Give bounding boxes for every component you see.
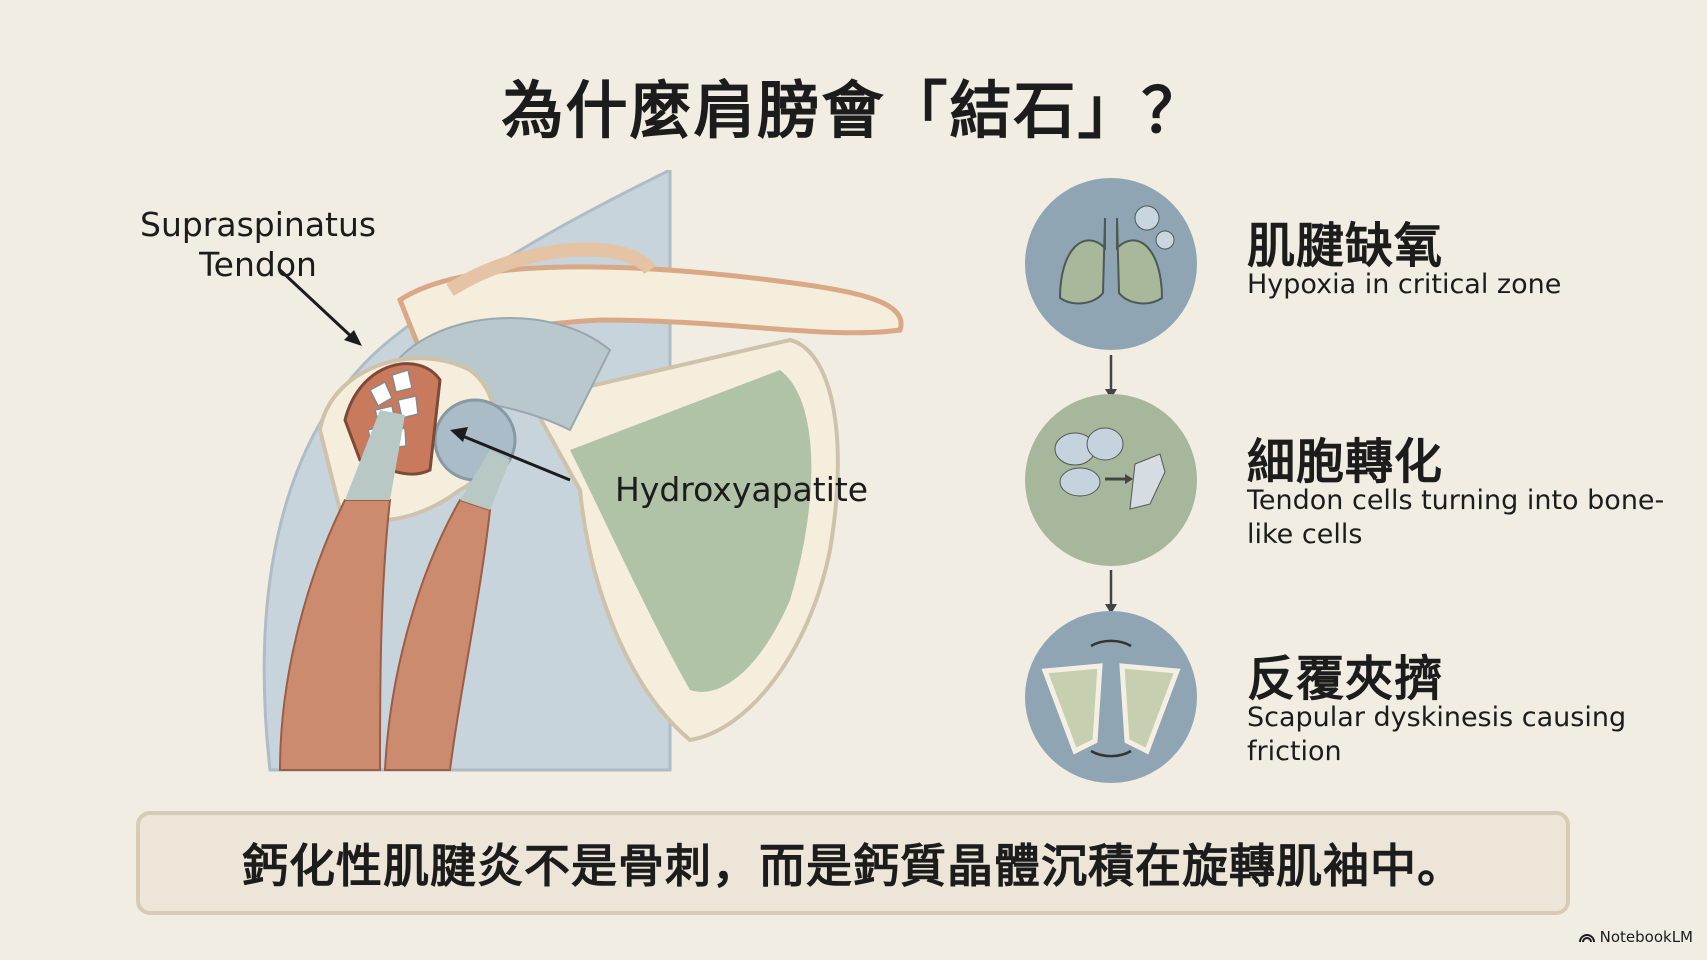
notebooklm-logo-icon bbox=[1578, 928, 1595, 946]
step-description: Hypoxia in critical zone bbox=[1247, 269, 1562, 300]
step-description: Scapular dyskinesis causing friction bbox=[1247, 702, 1627, 767]
step-heading: 細胞轉化 bbox=[1247, 434, 1444, 490]
supraspinatus-tendon-label: Supraspinatus Tendon bbox=[140, 205, 377, 284]
step-heading: 肌腱缺氧 bbox=[1247, 218, 1444, 274]
notebooklm-brand: NotebookLM bbox=[1578, 928, 1693, 946]
scapula-icon bbox=[1025, 611, 1197, 783]
step-impingement: 反覆夾擠 Scapular dyskinesis causing frictio… bbox=[1025, 611, 1685, 791]
lungs-icon bbox=[1025, 178, 1197, 350]
step-hypoxia: 肌腱缺氧 Hypoxia in critical zone bbox=[1025, 178, 1685, 358]
step-heading: 反覆夾擠 bbox=[1247, 651, 1444, 707]
arrow-down-icon bbox=[1103, 570, 1119, 616]
cells-icon bbox=[1025, 394, 1197, 566]
brand-label: NotebookLM bbox=[1599, 928, 1693, 946]
summary-callout: 鈣化性肌腱炎不是骨刺，而是鈣質晶體沉積在旋轉肌袖中。 bbox=[136, 811, 1570, 915]
page-title: 為什麼肩膀會「結石」？ bbox=[501, 74, 1206, 147]
step-cell-transformation: 細胞轉化 Tendon cells turning into bone-like… bbox=[1025, 394, 1685, 574]
hydroxyapatite-label: Hydroxyapatite bbox=[615, 470, 869, 509]
shoulder-anatomy-illustration: Supraspinatus Tendon Hydroxyapatite bbox=[130, 167, 920, 780]
step-description: Tendon cells turning into bone-like cell… bbox=[1247, 485, 1665, 550]
